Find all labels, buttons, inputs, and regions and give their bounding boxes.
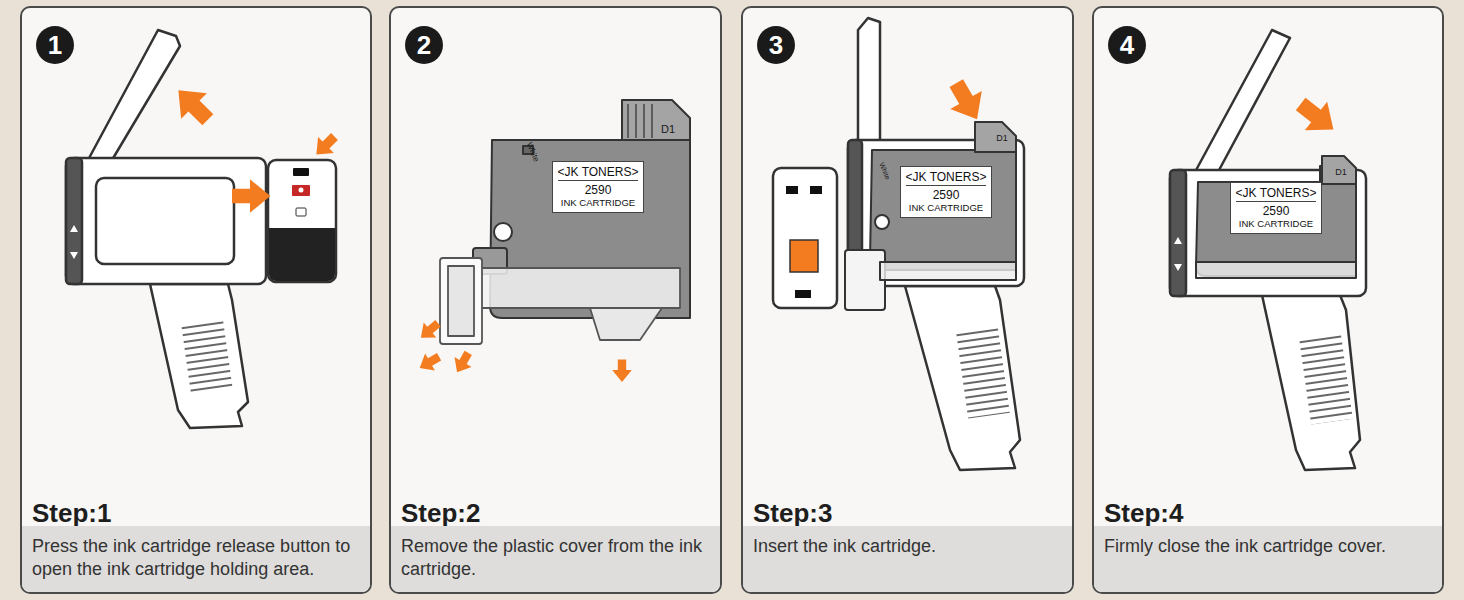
model-number: 2590: [906, 188, 987, 202]
direction-arrow: [415, 316, 632, 382]
release-panel: [773, 168, 837, 308]
printer-close: [1170, 30, 1366, 470]
color-marking: White: [878, 161, 891, 180]
step-heading: Step:1: [32, 498, 111, 529]
step-heading: Step:2: [401, 498, 480, 529]
step-description: Firmly close the ink cartridge cover.: [1094, 526, 1442, 592]
control-panel: [268, 160, 336, 282]
step-badge: 4: [1108, 26, 1146, 64]
cartridge-type: INK CARTRIDGE: [1236, 218, 1317, 229]
step-panel: Step:2Remove the plastic cover from the …: [389, 6, 722, 594]
step-panel: Step:3Insert the ink cartridge. 3 <JK TONE…: [741, 6, 1074, 594]
cartridge-label: <JK TONERS> 2590INK CARTRIDGE: [1230, 182, 1323, 233]
step-badge: 3: [757, 26, 795, 64]
cartridge-type: INK CARTRIDGE: [906, 202, 987, 213]
cartridge-label: <JK TONERS> 2590INK CARTRIDGE: [552, 161, 645, 212]
step-heading: Step:4: [1104, 498, 1183, 529]
step-heading: Step:3: [753, 498, 832, 529]
step-number: 1: [48, 32, 62, 58]
brand-name: <JK TONERS>: [558, 165, 639, 180]
tab-code: D1: [996, 133, 1008, 143]
tab-code: D1: [661, 123, 675, 135]
cartridge-label: <JK TONERS> 2590INK CARTRIDGE: [900, 166, 993, 217]
printer-insert: [848, 18, 1024, 470]
panel-ground: [20, 6, 1444, 594]
model-number: 2590: [1236, 204, 1317, 218]
brand-name: <JK TONERS>: [1236, 186, 1317, 201]
step-badge: 1: [36, 26, 74, 64]
step-number: 3: [769, 32, 783, 58]
ink-cartridge: [1196, 156, 1356, 278]
step-panel: Step:4Firmly close the ink cartridge cov…: [1092, 6, 1444, 594]
cartridge-type: INK CARTRIDGE: [558, 197, 639, 208]
step-number: 4: [1120, 32, 1134, 58]
step-description: Insert the ink cartridge.: [743, 526, 1072, 592]
brand-name: <JK TONERS>: [906, 170, 987, 185]
tab-code: D1: [1335, 167, 1347, 177]
plastic-cover: [440, 258, 680, 344]
direction-arrow: [1289, 90, 1344, 144]
step-description: Press the ink cartridge release button t…: [22, 526, 370, 592]
direction-arrow: [940, 74, 992, 128]
model-number: 2590: [558, 183, 639, 197]
ink-cartridge: [845, 122, 1016, 310]
step-badge: 2: [405, 26, 443, 64]
printer-open: [66, 30, 266, 428]
direction-arrow: [166, 78, 343, 213]
step-panel: Step:1Press the ink cartridge release bu…: [20, 6, 372, 594]
step-description: Remove the plastic cover from the ink ca…: [391, 526, 720, 592]
color-marking: White: [525, 141, 541, 163]
step-number: 2: [417, 32, 431, 58]
